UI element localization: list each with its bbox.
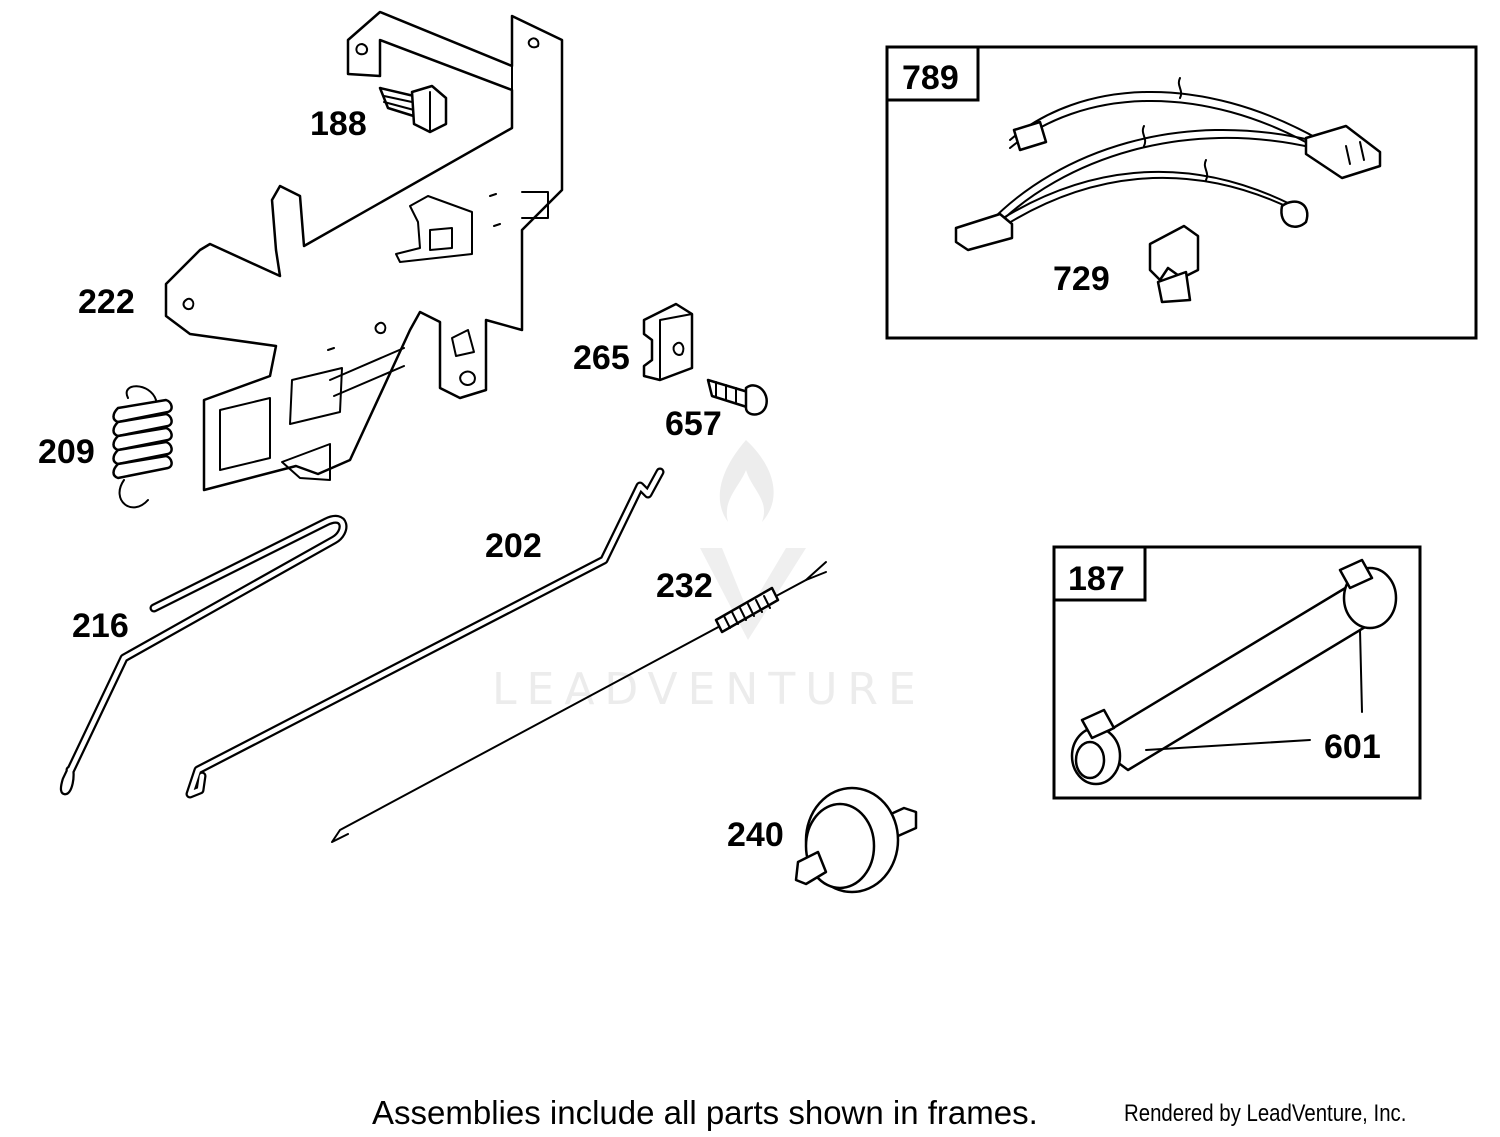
callout-729: 729 — [1053, 260, 1110, 298]
screw-657-part — [706, 378, 768, 416]
callout-601: 601 — [1324, 728, 1381, 766]
watermark-text: LEADVENTURE — [492, 664, 926, 715]
kit-789-frame: 789 729 — [885, 45, 1478, 340]
callout-222: 222 — [78, 283, 135, 321]
callout-209: 209 — [38, 433, 95, 471]
clip-part — [642, 302, 694, 382]
render-credit: Rendered by LeadVenture, Inc. — [1124, 1100, 1407, 1127]
kit-187-frame: 187 601 — [1052, 545, 1422, 800]
control-bracket-part — [164, 10, 564, 492]
leadventure-watermark: LEADVENTURE — [492, 440, 926, 715]
callout-202: 202 — [485, 527, 542, 565]
callout-216: 216 — [72, 607, 129, 645]
callout-188: 188 — [310, 105, 367, 143]
callout-240: 240 — [727, 816, 784, 854]
fuel-filter-part — [794, 786, 918, 894]
callout-232: 232 — [656, 567, 713, 605]
frame-label-789: 789 — [902, 59, 959, 97]
frames-note: Assemblies include all parts shown in fr… — [372, 1094, 1038, 1131]
callout-657: 657 — [665, 405, 722, 443]
screw-part — [378, 84, 448, 134]
rod-216-part — [59, 514, 348, 796]
cable-232-part — [331, 561, 827, 843]
frame-label-187: 187 — [1068, 560, 1125, 598]
rod-202-part — [185, 467, 665, 799]
spring-part — [112, 385, 173, 509]
callout-265: 265 — [573, 339, 630, 377]
